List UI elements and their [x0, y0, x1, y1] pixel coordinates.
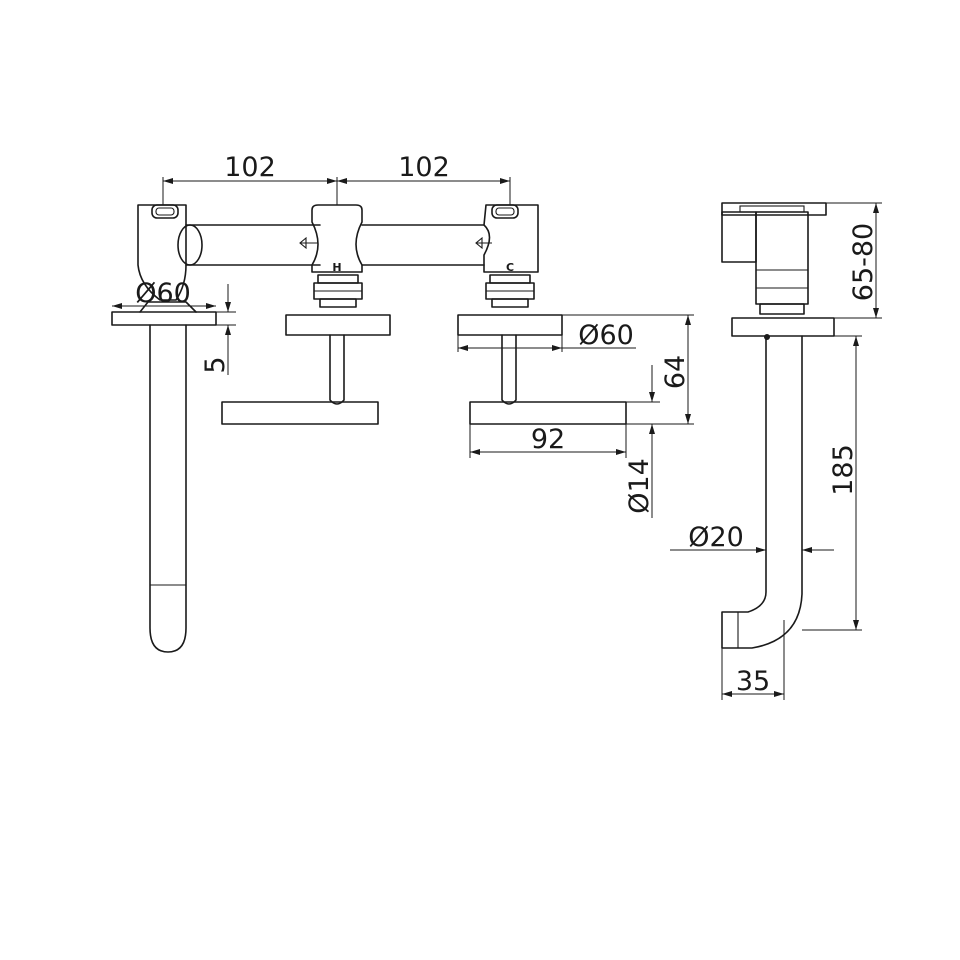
dim-handle-height-label: 64 [660, 355, 691, 389]
dim-flange-left-label: Ø60 [135, 278, 191, 309]
dim-spout-length-label: 185 [828, 444, 859, 496]
front-spout-assembly [111, 204, 321, 653]
dim-handle-length-label: 92 [531, 424, 565, 455]
hot-valve-assembly: H [221, 204, 391, 425]
dimension-spout-length: 185 [802, 335, 862, 631]
dimension-spacing-left: 102 [162, 152, 338, 205]
dim-spacing-left-label: 102 [224, 152, 276, 183]
cold-valve-assembly: C [361, 204, 627, 425]
dimension-handle-diameter: Ø14 [624, 365, 660, 518]
dim-spout-tip-label: 35 [736, 666, 770, 697]
dim-handle-diameter-label: Ø14 [624, 458, 655, 514]
dimension-body-depth: 65-80 [826, 202, 882, 319]
cold-marking: C [506, 261, 514, 274]
dimension-flange-left: Ø60 [112, 278, 216, 309]
dimension-spout-diameter: Ø20 [670, 522, 834, 553]
dimension-spout-tip: 35 [721, 620, 785, 700]
dimension-plate-thickness: 5 [200, 284, 236, 375]
dim-spacing-right-label: 102 [398, 152, 450, 183]
dim-flange-right-label: Ø60 [578, 320, 634, 351]
dimension-handle-length: 92 [469, 424, 627, 458]
side-view-assembly [721, 202, 835, 649]
dim-body-depth-label: 65-80 [848, 223, 879, 301]
dimension-flange-right: Ø60 [457, 320, 636, 352]
dim-plate-thickness-label: 5 [200, 356, 231, 373]
hot-marking: H [332, 261, 341, 274]
dim-spout-diameter-label: Ø20 [688, 522, 744, 553]
dimension-spacing-right: 102 [337, 152, 511, 205]
dimension-handle-height: 64 [562, 314, 694, 425]
